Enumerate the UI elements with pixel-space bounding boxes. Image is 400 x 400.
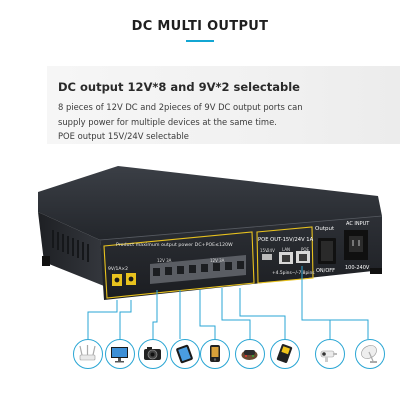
satellite-dish-icon (315, 339, 345, 369)
feature-band (47, 66, 400, 144)
voltage-label: 100-240V (345, 265, 370, 271)
on-off-label: ON/OFF (316, 268, 336, 274)
terminal-block (150, 255, 246, 284)
poe-title-label: POE OUT-15V/24V 1A (258, 237, 314, 243)
camera-icon (138, 339, 168, 369)
feature-description: 8 pieces of 12V DC and 2pieces of 9V DC … (58, 100, 388, 144)
ac-input-label: AC INPUT (346, 221, 370, 227)
dc-12v-label: 12V 3A (157, 258, 172, 263)
terminal-screws (153, 261, 244, 276)
gamepad-icon (200, 339, 230, 369)
dc-9v-label: 9V/1A×2 (108, 267, 129, 272)
card-reader-icon (235, 339, 265, 369)
lan-label: LAN (282, 247, 291, 252)
panel-title-label: Product maximum output power DC+POE≤120W (116, 243, 233, 248)
title-underline (186, 40, 214, 42)
cctv-camera-icon (270, 339, 300, 369)
voltage-switch (262, 254, 272, 260)
poe-output-frame (256, 226, 314, 284)
page-title: DC MULTI OUTPUT (131, 19, 269, 34)
output-label: Output (315, 226, 335, 232)
wifi-router-icon (73, 339, 103, 369)
poe-24v-label: 24V (267, 248, 275, 253)
poe-pins-label: +4.5pins−/-7.8pins (272, 271, 315, 276)
device-top (38, 166, 382, 240)
side-foot (42, 256, 50, 266)
dc-output-frame (103, 231, 255, 299)
poe-15v-label: 15V (260, 248, 268, 253)
wifi-router-icon (355, 339, 385, 369)
front-foot (370, 268, 382, 274)
poe-label: POE (301, 247, 310, 252)
vent-grille (52, 230, 89, 262)
device-left-side (38, 212, 104, 286)
connection-lines (87, 266, 369, 339)
feature-line: POE output 15V/24V selectable (58, 131, 189, 141)
feature-line: 8 pieces of 12V DC and 2pieces of 9V DC … (58, 102, 303, 112)
phone-icon (170, 339, 200, 369)
feature-line: supply power for multiple devices at the… (58, 116, 277, 127)
feature-heading: DC output 12V*8 and 9V*2 selectable (58, 80, 300, 94)
dc-12v-label: 12V 3A (210, 258, 225, 263)
monitor-icon (105, 339, 135, 369)
